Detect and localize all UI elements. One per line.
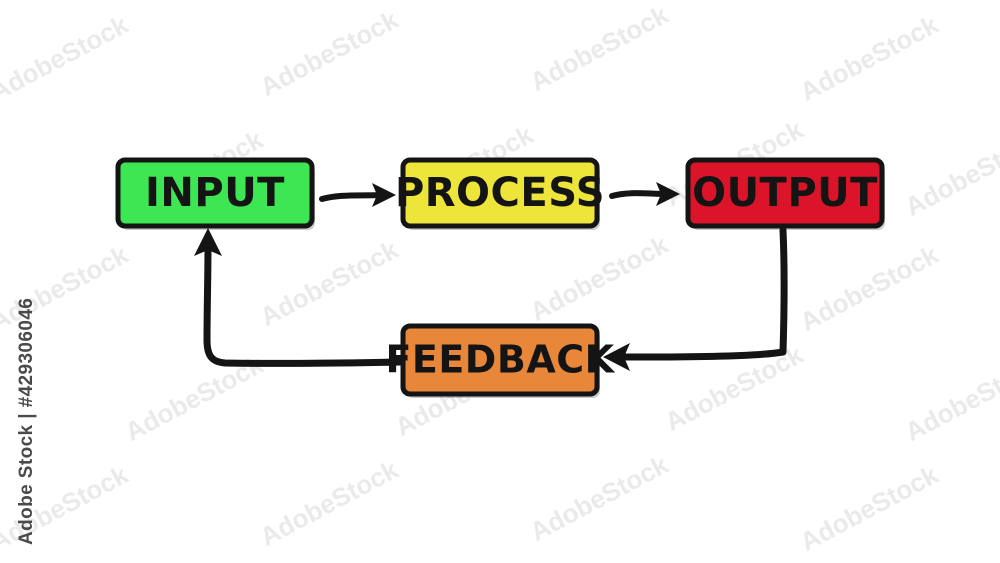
edge-process-to-output-arrowhead: [656, 182, 680, 206]
watermark-tile: AdobeStock: [255, 454, 403, 552]
watermark-tile: AdobeStock: [255, 4, 403, 102]
watermark-tile: AdobeStock: [0, 9, 133, 107]
node-feedback-label: FEEDBACK: [385, 338, 615, 382]
node-output-label: OUTPUT: [692, 170, 878, 216]
watermark-attribution: Adobe Stock | #429306046: [16, 298, 37, 545]
watermark-tile: AdobeStock: [795, 459, 943, 557]
watermark-tile: AdobeStock: [525, 229, 673, 327]
node-output-box[interactable]: [685, 157, 885, 229]
edge-process-to-output: [609, 182, 680, 206]
node-feedback[interactable]: FEEDBACK: [385, 323, 615, 398]
edge-input-to-process-arrowhead: [372, 183, 396, 207]
edge-output-to-feedback: [603, 226, 788, 371]
watermark-tile: AdobeStock: [525, 0, 673, 97]
edge-output-to-feedback-arrowhead: [603, 343, 630, 371]
node-process[interactable]: PROCESS: [395, 157, 605, 230]
watermark-tile: AdobeStock: [795, 9, 943, 107]
node-process-box[interactable]: [400, 157, 600, 229]
edge-feedback-to-input: [194, 228, 404, 367]
watermark-tile: AdobeStock: [900, 349, 1000, 447]
node-input[interactable]: INPUT: [115, 157, 315, 230]
watermark-tile: AdobeStock: [525, 449, 673, 547]
edge-process-to-output-line: [609, 190, 669, 199]
node-feedback-box[interactable]: [400, 323, 600, 397]
node-input-label: INPUT: [145, 170, 285, 216]
edge-input-to-process-line: [319, 192, 385, 202]
edge-feedback-to-input-arrowhead: [194, 228, 222, 256]
edge-feedback-to-input-line: [203, 242, 404, 367]
edge-output-to-feedback-line: [616, 226, 788, 361]
watermark-tile: AdobeStock: [795, 239, 943, 337]
watermark-tile: AdobeStock: [900, 124, 1000, 222]
node-process-label: PROCESS: [395, 170, 605, 216]
watermark-tile: AdobeStock: [255, 234, 403, 332]
edge-input-to-process: [319, 183, 396, 207]
node-input-box[interactable]: [115, 157, 315, 229]
node-output[interactable]: OUTPUT: [685, 157, 885, 230]
